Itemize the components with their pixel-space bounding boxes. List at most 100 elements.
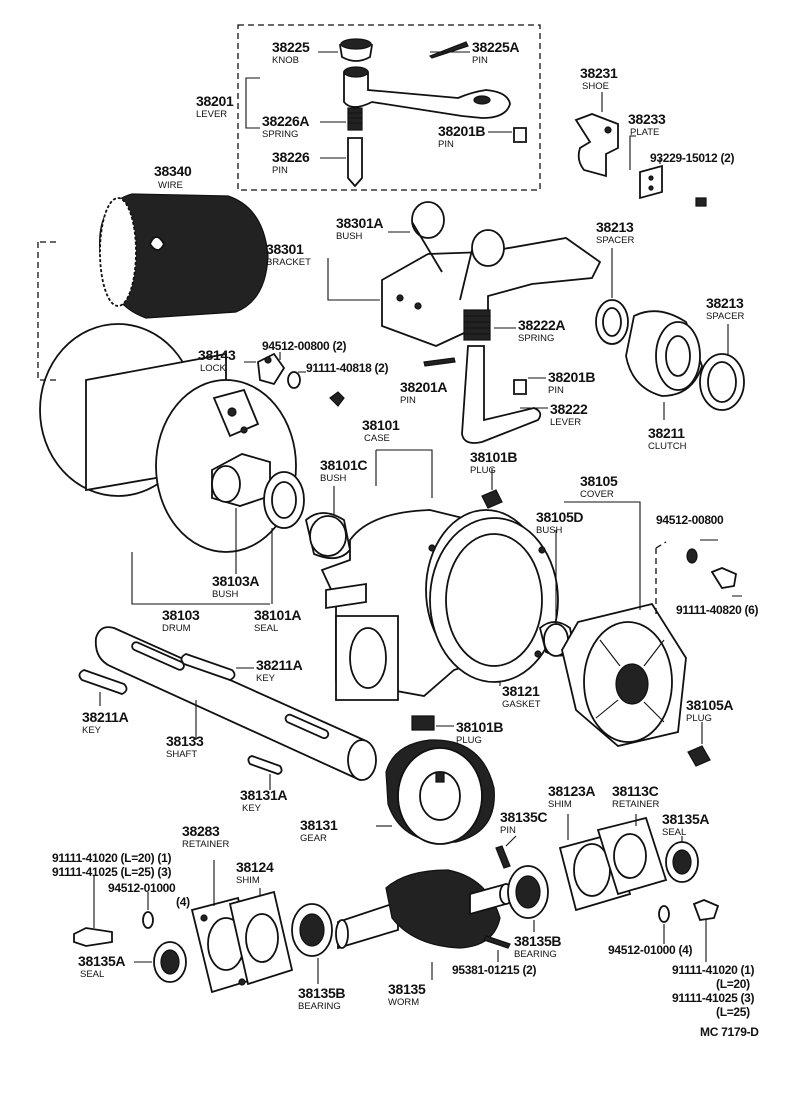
callout-91111-41020-right-3: 91111-41025 (3) bbox=[672, 991, 755, 1005]
callout-38101B-bottom: 38101B bbox=[456, 719, 503, 735]
callout-38283: 38283 bbox=[182, 823, 220, 839]
pin-38226 bbox=[347, 137, 363, 188]
callout-91111-41020-left-1: 91111-41020 (L=20) (1) bbox=[52, 851, 171, 865]
callout-38101C-name: BUSH bbox=[320, 473, 347, 484]
callout-38131A: 38131A bbox=[240, 787, 287, 803]
callout-94512-01000-right: 94512-01000 (4) bbox=[608, 943, 693, 957]
callout-38231: 38231 bbox=[580, 65, 618, 81]
key-38131A bbox=[247, 755, 283, 775]
callout-38135B-left: 38135B bbox=[298, 985, 345, 1001]
callout-38213-a-name: SPACER bbox=[596, 235, 635, 246]
bush-38103A bbox=[211, 453, 271, 507]
callout-91111-41020-right-2: (L=20) bbox=[716, 977, 750, 991]
plug-38101B-top bbox=[481, 489, 503, 509]
callout-38211A-left: 38211A bbox=[82, 709, 129, 725]
callout-38211A-right-name: KEY bbox=[256, 673, 276, 684]
callout-38105D: 38105D bbox=[536, 509, 583, 525]
callout-38135B-left-name: BEARING bbox=[298, 1001, 341, 1012]
callout-38226A: 38226A bbox=[262, 113, 309, 129]
callout-38201A: 38201A bbox=[400, 379, 447, 395]
bush-38101C bbox=[304, 512, 351, 560]
callout-38211A-left-name: KEY bbox=[82, 725, 102, 736]
callout-38113C-name: RETAINER bbox=[612, 799, 659, 810]
callout-38135-name: WORM bbox=[388, 997, 419, 1008]
callout-38225: 38225 bbox=[272, 39, 310, 55]
bolt-91111-41020-r bbox=[692, 899, 720, 921]
callout-38135B-right: 38135B bbox=[514, 933, 561, 949]
callout-38226-name: PIN bbox=[272, 165, 288, 176]
callout-38135C: 38135C bbox=[500, 809, 547, 825]
pin-95381 bbox=[483, 935, 511, 949]
callout-38101: 38101 bbox=[362, 417, 400, 433]
callout-38340: 38340 bbox=[154, 163, 192, 179]
washer-94512-00800-a bbox=[287, 371, 301, 389]
cover-38105 bbox=[561, 602, 687, 747]
spring-38222A bbox=[463, 309, 491, 341]
bearing-38135B-right bbox=[507, 865, 549, 919]
bolt-91111-40820 bbox=[710, 567, 738, 589]
callout-91111-40820: 91111-40820 (6) bbox=[676, 603, 759, 617]
callout-38123A-name: SHIM bbox=[548, 799, 572, 810]
callout-38101B-top-name: PLUG bbox=[470, 465, 496, 476]
shim-38124 bbox=[228, 890, 294, 986]
callout-38121-name: GASKET bbox=[502, 699, 541, 710]
callout-38301: 38301 bbox=[266, 241, 304, 257]
pin-38225A bbox=[428, 41, 469, 59]
callout-94512-01000-left-qty: (4) bbox=[176, 895, 190, 909]
retainer-38113C bbox=[596, 816, 668, 896]
callout-38233-name: PLATE bbox=[630, 127, 659, 138]
wire-screen-38340 bbox=[99, 193, 269, 319]
callout-38231-name: SHOE bbox=[582, 81, 609, 92]
shoe-38231 bbox=[574, 113, 619, 178]
callout-38226: 38226 bbox=[272, 149, 310, 165]
callout-38124-name: SHIM bbox=[236, 875, 260, 886]
spacer-38213-a bbox=[595, 299, 629, 345]
seal-38135A-right bbox=[665, 841, 699, 883]
callout-38103: 38103 bbox=[162, 607, 200, 623]
seal-38135A-left bbox=[153, 941, 187, 983]
callout-91111-40818: 91111-40818 (2) bbox=[306, 361, 389, 375]
washer-94512-01000-r bbox=[658, 905, 670, 923]
callout-38213-b-name: SPACER bbox=[706, 311, 745, 322]
bolt-91111-41020-l bbox=[73, 927, 113, 947]
callout-38301A: 38301A bbox=[336, 215, 383, 231]
callout-91111-41020-right-4: (L=25) bbox=[716, 1005, 750, 1019]
drawing-code: MC 7179-D bbox=[700, 1025, 759, 1039]
callout-38113C: 38113C bbox=[612, 783, 659, 799]
callout-38101C: 38101C bbox=[320, 457, 367, 473]
pin-38201B-mid bbox=[513, 379, 527, 395]
callout-38121: 38121 bbox=[502, 683, 540, 699]
callout-94512-00800-2: 94512-00800 (2) bbox=[262, 339, 347, 353]
key-38211A-right bbox=[180, 653, 236, 681]
bearing-38135B-left bbox=[291, 903, 333, 957]
callout-38123A: 38123A bbox=[548, 783, 595, 799]
callout-38283-name: RETAINER bbox=[182, 839, 229, 850]
worm-38135 bbox=[335, 869, 513, 950]
washer-94512-01000-l bbox=[142, 911, 154, 929]
callout-38101A: 38101A bbox=[254, 607, 301, 623]
callout-38201-name: LEVER bbox=[196, 109, 227, 120]
callout-38105-name: COVER bbox=[580, 489, 614, 500]
callout-38225A: 38225A bbox=[472, 39, 519, 55]
pin-38135C bbox=[495, 845, 511, 869]
callout-38135B-right-name: BEARING bbox=[514, 949, 557, 960]
callout-38101A-name: SEAL bbox=[254, 623, 278, 634]
callout-38201A-name: PIN bbox=[400, 395, 416, 406]
gear-38131 bbox=[385, 739, 495, 845]
callout-38201B-top: 38201B bbox=[438, 123, 485, 139]
callout-38105D-name: BUSH bbox=[536, 525, 563, 536]
callout-38101B-top: 38101B bbox=[470, 449, 517, 465]
plug-38105A bbox=[687, 745, 711, 767]
callout-38301-name: BRACKET bbox=[266, 257, 311, 268]
callout-38103A-name: BUSH bbox=[212, 589, 239, 600]
callout-38201: 38201 bbox=[196, 93, 234, 109]
callout-38143: 38143 bbox=[198, 347, 236, 363]
callout-94512-01000-left: 94512-01000 bbox=[108, 881, 176, 895]
callout-94512-00800: 94512-00800 bbox=[656, 513, 724, 527]
callout-38211A-right: 38211A bbox=[256, 657, 303, 673]
callout-38211-name: CLUTCH bbox=[648, 441, 687, 452]
callout-38103A: 38103A bbox=[212, 573, 259, 589]
callout-38133: 38133 bbox=[166, 733, 204, 749]
